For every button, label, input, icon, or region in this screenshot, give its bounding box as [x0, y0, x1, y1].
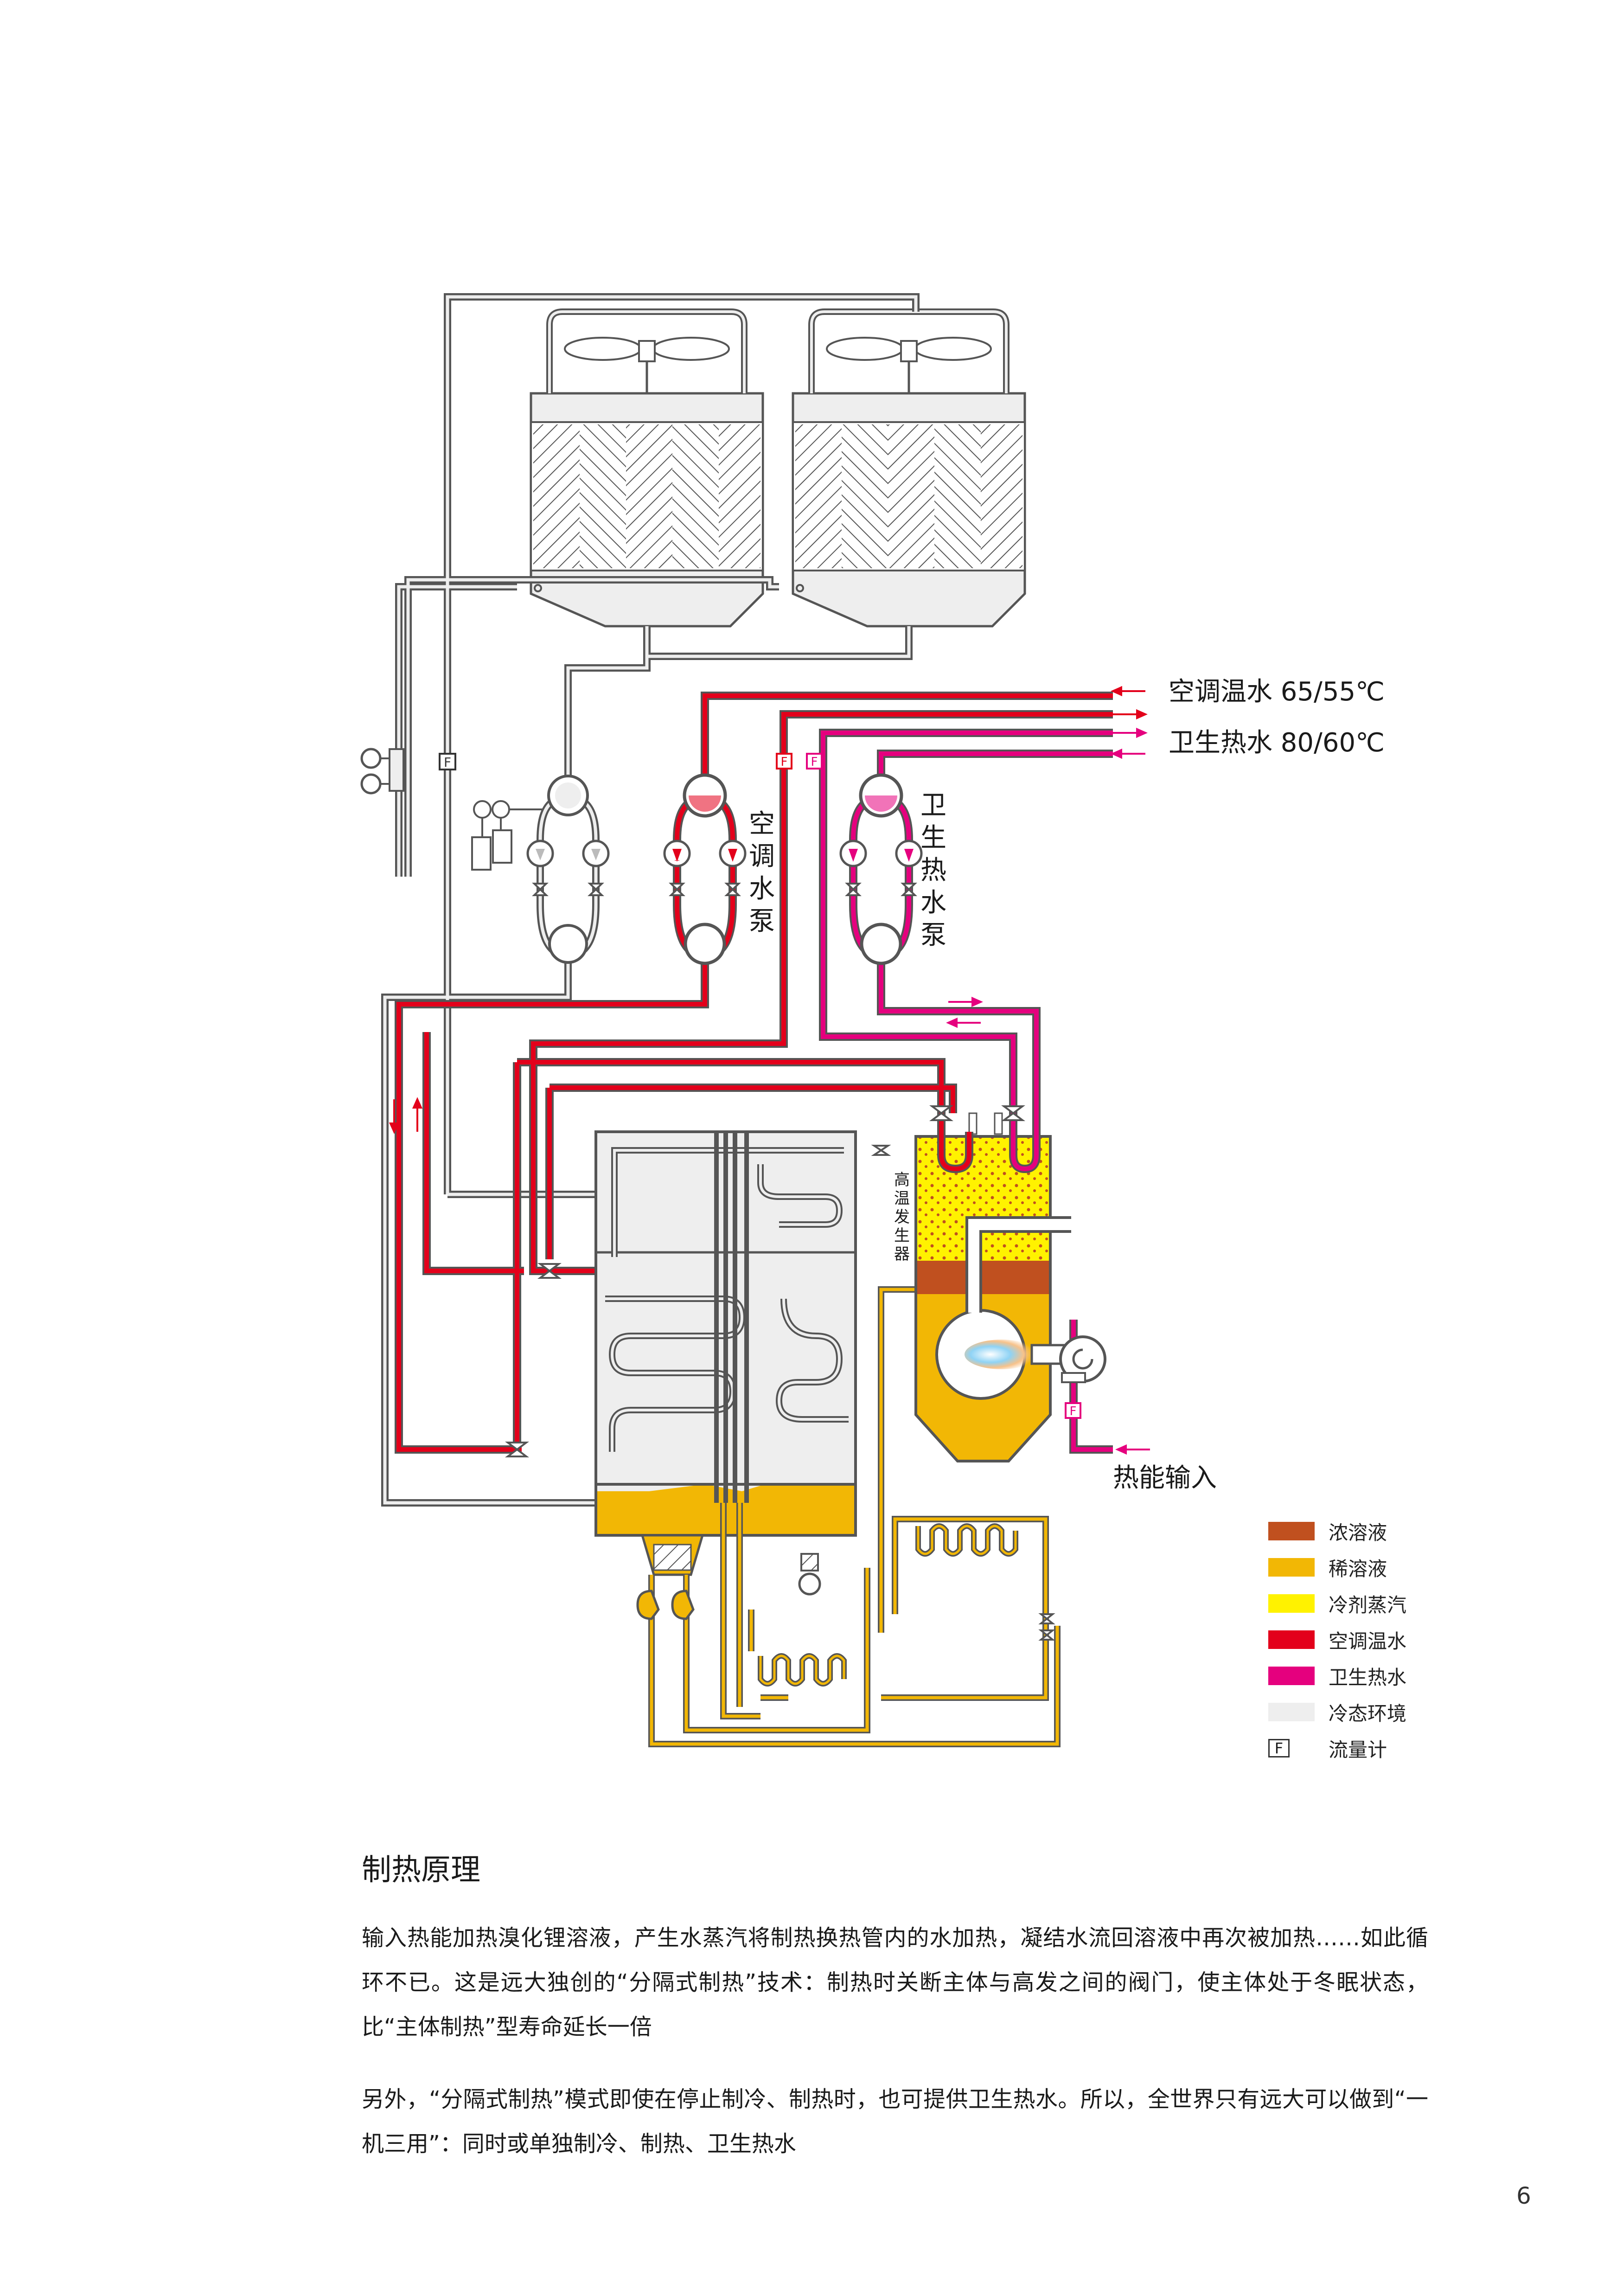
legend-label: 冷态环境	[1329, 1702, 1407, 1725]
heat-input-label: 热能输入	[1113, 1463, 1217, 1493]
legend-item: F 流量计	[1268, 1730, 1463, 1766]
flowmeter-icon: F	[776, 753, 792, 770]
flow-arrows	[389, 686, 1150, 1455]
svg-text:生: 生	[920, 823, 946, 853]
legend-swatch-sanitary-water	[1268, 1667, 1315, 1685]
generator-coils	[937, 1113, 1041, 1174]
cooling-tower-right	[792, 308, 1026, 628]
svg-text:水: 水	[920, 888, 946, 918]
svg-text:卫: 卫	[920, 790, 946, 821]
legend-label: 空调温水	[1329, 1629, 1407, 1653]
svg-text:生: 生	[894, 1226, 910, 1245]
solution-circuit	[648, 1286, 1061, 1747]
sanitary-water-pump	[839, 773, 923, 965]
sanitary-hot-water-label: 卫生热水 80/60℃	[1169, 728, 1385, 758]
legend-swatch-dilute	[1268, 1558, 1315, 1577]
legend-item: 冷态环境	[1268, 1694, 1463, 1730]
svg-text:调: 调	[749, 841, 775, 872]
ac-hot-water-circuit	[395, 692, 1113, 1454]
legend-item: 空调温水	[1268, 1622, 1463, 1658]
legend-label: 浓溶液	[1329, 1521, 1387, 1544]
svg-text:F: F	[781, 755, 788, 769]
legend-swatch-cold-environment	[1268, 1703, 1315, 1721]
legend: 浓溶液 稀溶液 冷剂蒸汽 空调温水 卫生热水 冷态环境 F 流量计	[1268, 1513, 1463, 1766]
flowmeter-icon: F	[1268, 1739, 1290, 1757]
cooling-water-pump-group	[471, 775, 610, 964]
section-title: 制热原理	[362, 1853, 480, 1887]
legend-swatch-ac-water	[1268, 1630, 1315, 1649]
svg-text:器: 器	[894, 1245, 910, 1263]
legend-item: 卫生热水	[1268, 1658, 1463, 1694]
svg-text:温: 温	[894, 1189, 910, 1208]
legend-item: 稀溶液	[1268, 1549, 1463, 1585]
ac-pump-label: 空 调 水 泵	[749, 809, 775, 936]
text-section: 制热原理 输入热能加热溴化锂溶液，产生水蒸汽将制热换热管内的水加热，凝结水流回溶…	[362, 1846, 1428, 2166]
valves	[505, 1105, 1025, 1457]
legend-label: 稀溶液	[1329, 1557, 1387, 1580]
flowmeter-icon: F	[439, 753, 456, 770]
svg-text:泵: 泵	[920, 920, 946, 950]
svg-text:空: 空	[749, 809, 775, 839]
solution-pumps	[636, 1553, 1055, 1641]
ac-hot-water-label: 空调温水 65/55℃	[1169, 677, 1385, 707]
svg-text:F: F	[1070, 1405, 1077, 1418]
legend-item: 冷剂蒸汽	[1268, 1585, 1463, 1622]
paragraph: 输入热能加热溴化锂溶液，产生水蒸汽将制热换热管内的水加热，凝结水流回溶液中再次被…	[362, 1925, 1428, 2040]
svg-text:热: 热	[920, 855, 946, 885]
cooling-tower-left	[530, 308, 764, 628]
legend-item: 浓溶液	[1268, 1513, 1463, 1549]
generator-label: 高 温 发 生 器	[894, 1171, 910, 1263]
flowmeter-icon: F	[1065, 1402, 1081, 1419]
svg-text:F: F	[444, 755, 451, 770]
page-number: 6	[1516, 2182, 1531, 2209]
sanitary-pump-label: 卫 生 热 水 泵	[920, 790, 946, 950]
svg-text:F: F	[811, 755, 818, 769]
flowmeter-icon: F	[806, 753, 823, 770]
legend-swatch-concentrated	[1268, 1522, 1315, 1540]
svg-text:水: 水	[749, 874, 775, 904]
legend-label: 卫生热水	[1329, 1666, 1407, 1689]
high-temperature-generator: F	[914, 1112, 1106, 1462]
absorption-unit-body	[594, 1130, 857, 1576]
legend-label: 流量计	[1329, 1738, 1387, 1761]
svg-text:发: 发	[894, 1208, 910, 1226]
svg-text:高: 高	[894, 1171, 910, 1189]
legend-label: 冷剂蒸汽	[1329, 1593, 1407, 1616]
paragraph: 另外，“分隔式制热”模式即使在停止制冷、制热时，也可提供卫生热水。所以，全世界只…	[362, 2086, 1428, 2157]
svg-text:泵: 泵	[749, 906, 775, 936]
ac-water-pump	[663, 773, 747, 965]
makeup-water-valve	[360, 748, 404, 795]
legend-swatch-vapor	[1268, 1594, 1315, 1613]
